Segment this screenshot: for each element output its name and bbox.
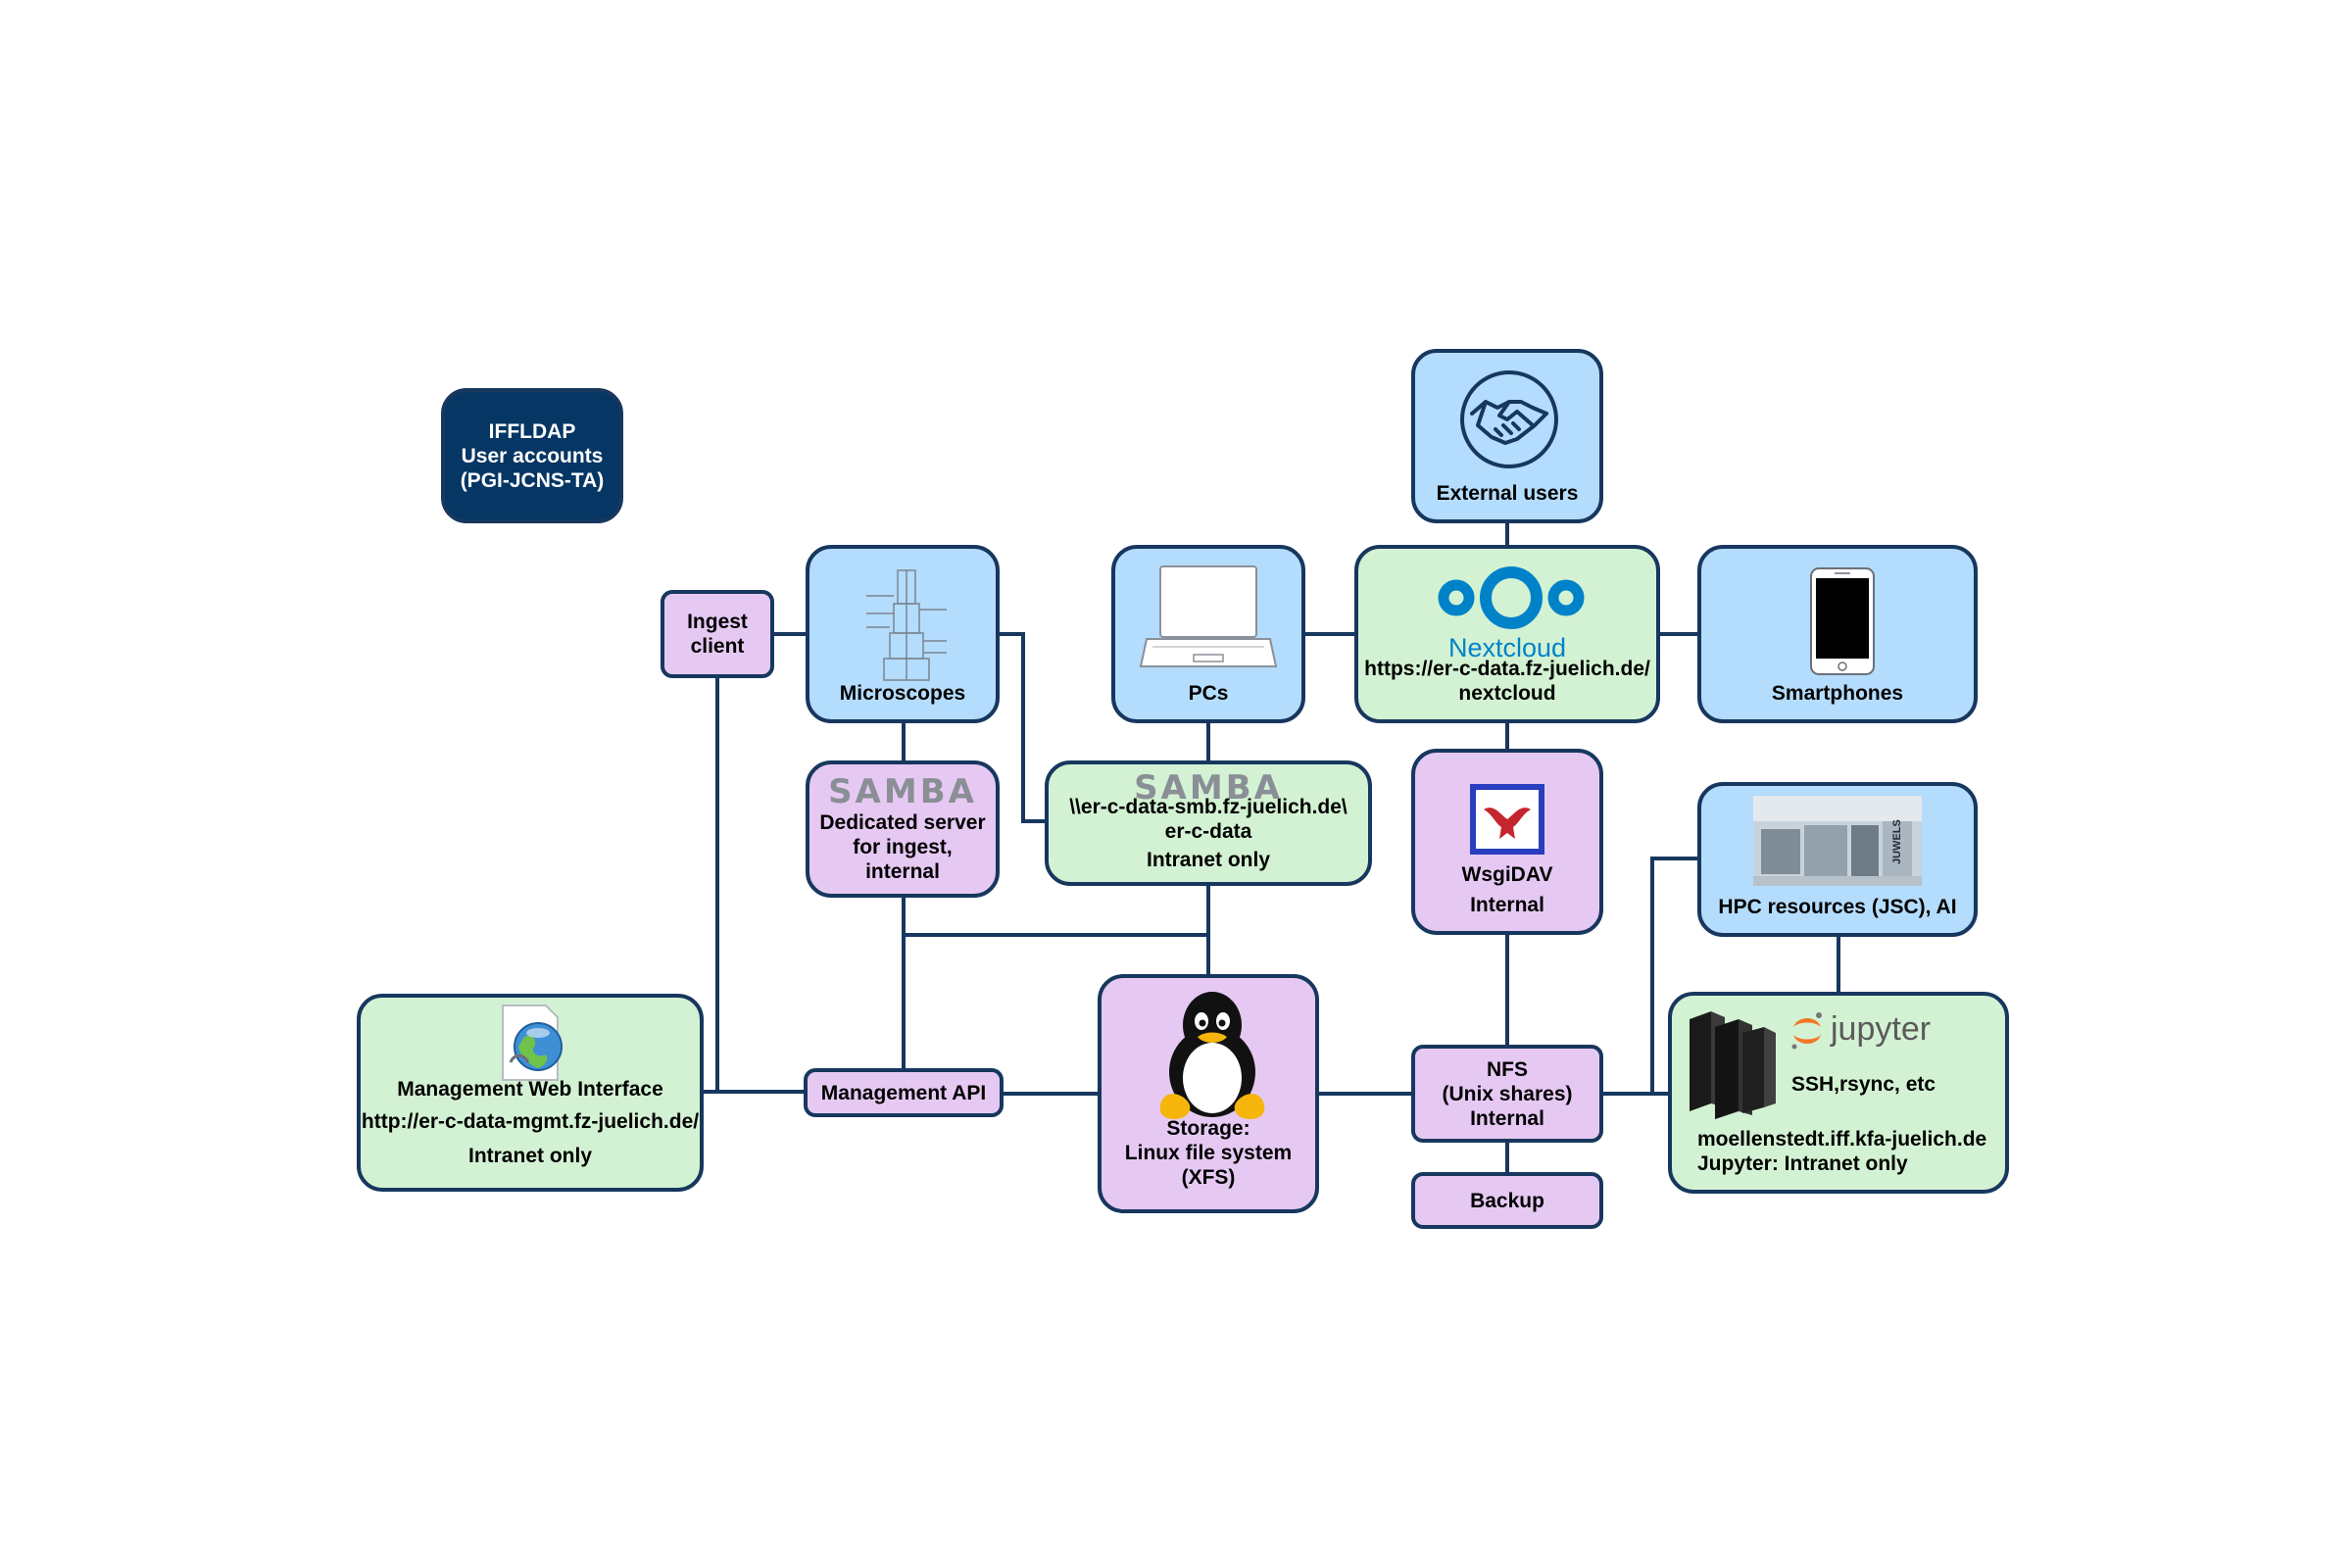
globe-icon xyxy=(502,1004,563,1081)
microscope-icon xyxy=(866,569,947,681)
samba-ingest-logo-text: SAMBA xyxy=(828,772,977,811)
wsgidav-node[interactable]: WsgiDAV Internal xyxy=(1411,749,1603,935)
hpc-node[interactable]: JUWELS HPC resources (JSC), AI xyxy=(1697,782,1978,937)
mgmt-web-title: Management Web Interface xyxy=(397,1078,663,1101)
storage-node[interactable]: Storage: Linux file system (XFS) xyxy=(1098,974,1319,1213)
pcs-node[interactable]: PCs xyxy=(1111,545,1305,723)
jupyter-scope-line: Jupyter: Intranet only xyxy=(1697,1152,1908,1175)
nfs-line-3: Internal xyxy=(1470,1106,1544,1130)
handshake-icon xyxy=(1460,370,1558,468)
smartphone-icon xyxy=(1810,567,1875,675)
mgmt-web-scope: Intranet only xyxy=(467,1145,592,1167)
mgmt-web-node[interactable]: Management Web Interface http://er-c-dat… xyxy=(357,994,704,1192)
microscopes-label: Microscopes xyxy=(839,682,966,705)
nextcloud-logo-icon xyxy=(1438,566,1585,629)
samba-ingest-line-2: for ingest, xyxy=(853,836,953,858)
nextcloud-logo-text: Nextcloud xyxy=(1447,633,1567,662)
linux-tux-icon xyxy=(1159,992,1265,1119)
samba-share-line-2: er-c-data xyxy=(1164,820,1252,843)
samba-share-logo-text: SAMBA xyxy=(1134,768,1283,808)
jupyter-logo-icon xyxy=(1791,1012,1822,1050)
mgmt-api-node[interactable]: Management API xyxy=(804,1068,1004,1117)
laptop-icon xyxy=(1139,565,1278,667)
hpc-cluster-icon: JUWELS xyxy=(1753,796,1922,886)
wsgidav-logo-icon xyxy=(1470,784,1544,855)
ingest-client-node[interactable]: Ingest client xyxy=(661,590,774,678)
jupyter-node[interactable]: jupyter SSH,rsync, etc moellenstedt.iff.… xyxy=(1668,992,2009,1194)
hpc-label: HPC resources (JSC), AI xyxy=(1718,896,1957,918)
external-users-label: External users xyxy=(1436,482,1579,505)
microscopes-node[interactable]: Microscopes xyxy=(806,545,1000,723)
server-rack-icon xyxy=(1690,1011,1776,1119)
nfs-line-2: (Unix shares) xyxy=(1442,1082,1573,1105)
ingest-client-line-2: client xyxy=(690,635,745,658)
samba-share-line-1: \\er-c-data-smb.fz-juelich.de\ xyxy=(1069,796,1348,818)
nextcloud-node[interactable]: Nextcloud https://er-c-data.fz-juelich.d… xyxy=(1354,545,1660,723)
pcs-label: PCs xyxy=(1188,682,1229,705)
wsgidav-line-1: WsgiDAV xyxy=(1461,863,1553,886)
link-ingest-mgmt xyxy=(715,678,806,1094)
samba-ingest-node[interactable]: SAMBA Dedicated server for ingest, inter… xyxy=(806,760,1000,898)
samba-ingest-line-3: internal xyxy=(865,860,940,883)
ingest-client-line-1: Ingest xyxy=(687,611,748,633)
ldap-line-1: IFFLDAP xyxy=(488,419,576,443)
storage-line-3: (XFS) xyxy=(1181,1166,1236,1189)
storage-line-2: Linux file system xyxy=(1124,1142,1293,1164)
nextcloud-url-line-2: nextcloud xyxy=(1458,682,1556,705)
smartphones-label: Smartphones xyxy=(1771,682,1904,705)
mgmt-api-label: Management API xyxy=(820,1081,987,1104)
backup-label: Backup xyxy=(1470,1189,1544,1212)
samba-share-line-3: Intranet only xyxy=(1146,849,1270,871)
jupyter-logo-text: jupyter xyxy=(1831,1010,1932,1048)
mgmt-web-url: http://er-c-data-mgmt.fz-juelich.de/ xyxy=(361,1110,700,1133)
nfs-line-1: NFS xyxy=(1487,1057,1528,1081)
hpc-logo-text: JUWELS xyxy=(1891,819,1903,864)
ldap-line-2: User accounts xyxy=(461,444,604,467)
ldap-user-accounts: IFFLDAP User accounts (PGI-JCNS-TA) xyxy=(441,388,623,523)
samba-ingest-line-1: Dedicated server xyxy=(819,811,986,834)
wsgidav-line-2: Internal xyxy=(1470,894,1544,916)
smartphones-node[interactable]: Smartphones xyxy=(1697,545,1978,723)
jupyter-host-line: moellenstedt.iff.kfa-juelich.de xyxy=(1697,1128,1987,1151)
backup-node[interactable]: Backup xyxy=(1411,1172,1603,1229)
storage-line-1: Storage: xyxy=(1166,1117,1250,1140)
nextcloud-url-line-1: https://er-c-data.fz-juelich.de/ xyxy=(1364,658,1650,680)
nfs-node[interactable]: NFS (Unix shares) Internal xyxy=(1411,1045,1603,1143)
samba-share-node[interactable]: SAMBA \\er-c-data-smb.fz-juelich.de\ er-… xyxy=(1045,760,1372,886)
ldap-line-3: (PGI-JCNS-TA) xyxy=(460,468,605,492)
external-users-node[interactable]: External users xyxy=(1411,349,1603,523)
link-microscopes-sambashare xyxy=(998,632,1049,823)
jupyter-ssh-label: SSH,rsync, etc xyxy=(1791,1073,1936,1096)
